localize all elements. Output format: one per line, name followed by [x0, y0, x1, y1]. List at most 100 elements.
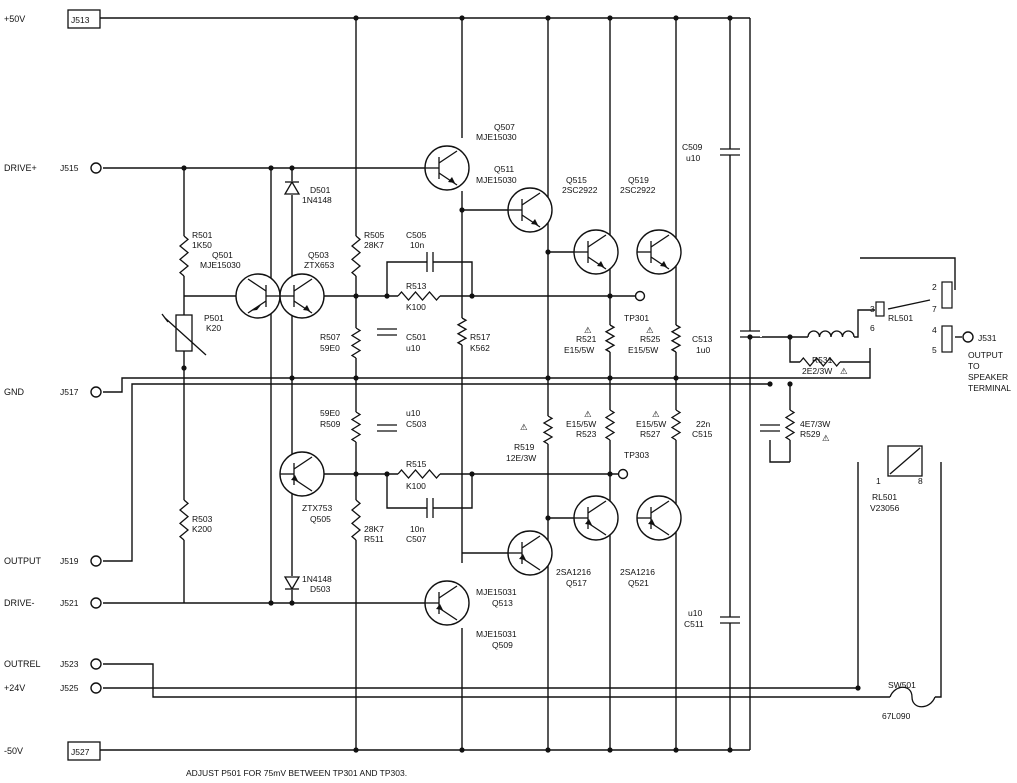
junction-dot — [545, 747, 551, 753]
resistor-r501 — [178, 235, 190, 277]
c505-value: 10n — [410, 240, 424, 250]
transistor-emitter — [650, 256, 670, 270]
junction-dot — [289, 600, 295, 606]
adjust-note: ADJUST P501 FOR 75mV BETWEEN TP301 AND T… — [186, 768, 407, 778]
c509-value: u10 — [686, 153, 700, 163]
c507-ref: C507 — [406, 534, 427, 544]
warning-icon-r529: ⚠ — [822, 433, 830, 443]
junction-dot — [384, 293, 390, 299]
transistor-collector — [438, 585, 458, 599]
transistor-emitter — [438, 172, 458, 186]
q507-value: MJE15030 — [476, 132, 517, 142]
connector-j517[interactable]: GND J517 — [4, 386, 102, 398]
junction-dot — [459, 747, 465, 753]
d501-value: 1N4148 — [302, 195, 332, 205]
resistor-zigzag — [542, 415, 554, 445]
transistor-collector — [650, 500, 670, 514]
r511-value: 28K7 — [364, 524, 384, 534]
resistor-zigzag — [397, 291, 441, 301]
transistor-collector — [521, 192, 541, 206]
c501-value: u10 — [406, 343, 420, 353]
junction-dot — [469, 471, 475, 477]
resistor-r513 — [397, 291, 441, 301]
transistor-emitter — [587, 256, 607, 270]
r521-value: E15/5W — [564, 345, 594, 355]
connector-j523[interactable]: OUTREL J523 — [4, 658, 102, 670]
net-label-minus50v: -50V — [4, 746, 23, 756]
r505-value: 28K7 — [364, 240, 384, 250]
p501-value: K20 — [206, 323, 221, 333]
connector-ref: J517 — [60, 387, 79, 397]
relay-coil-pin-1: 1 — [876, 476, 881, 486]
c513-ref: C513 — [692, 334, 713, 344]
resistor-zigzag — [670, 409, 682, 441]
warning-icon-r527: ⚠ — [652, 409, 660, 419]
r529-ref: R529 — [800, 429, 821, 439]
connector-box — [67, 741, 101, 761]
warning-icon-r521: ⚠ — [584, 325, 592, 335]
capacitor-c511 — [718, 616, 742, 624]
junction-dot — [459, 15, 465, 21]
capacitor-c515 — [758, 424, 782, 432]
q511-ref: Q511 — [494, 164, 514, 174]
relay-contact-nc — [941, 281, 953, 309]
transistor-arrow — [448, 177, 455, 183]
c511-value: u10 — [688, 608, 702, 618]
transistor-q511 — [507, 187, 553, 233]
transistor-q521 — [636, 495, 682, 541]
resistor-r503 — [178, 499, 190, 541]
q505-ref: Q505 — [310, 514, 331, 524]
net-label-output: OUTPUT — [4, 556, 42, 566]
transistor-arrow — [436, 604, 443, 610]
inductor-output — [807, 330, 855, 340]
r523-value: E15/5W — [566, 419, 596, 429]
connector-j531[interactable]: J531 OUTPUT TO SPEAKER TERMINAL — [962, 331, 1011, 393]
connector-j515[interactable]: DRIVE+ J515 — [4, 162, 102, 174]
r525-value: E15/5W — [628, 345, 658, 355]
transistor-emitter — [521, 557, 541, 571]
transistor-q515 — [573, 229, 619, 275]
q503-ref: Q503 — [308, 250, 329, 260]
transistor-q501 — [235, 273, 281, 319]
connector-box — [67, 9, 101, 29]
connector-pin — [90, 658, 102, 670]
connector-j519[interactable]: OUTPUT J519 — [4, 555, 102, 567]
resistor-r507 — [350, 327, 362, 359]
r527-ref: R527 — [640, 429, 661, 439]
connector-desc-line2: TO — [968, 361, 980, 371]
resistor-r515 — [397, 469, 441, 479]
q501-value: MJE15030 — [200, 260, 241, 270]
transistor-collector — [438, 150, 458, 164]
c511-ref: C511 — [684, 619, 704, 629]
connector-pin — [90, 555, 102, 567]
transistor-arrow — [303, 305, 310, 311]
connector-ref: J531 — [978, 333, 997, 343]
sw501-value: 67L090 — [882, 711, 911, 721]
diode-d503 — [283, 576, 301, 591]
resistor-zigzag — [178, 235, 190, 277]
connector-ref: J515 — [60, 163, 79, 173]
connector-j527[interactable]: -50V J527 — [4, 741, 101, 761]
connector-pin — [962, 331, 974, 343]
resistor-r511 — [350, 499, 362, 541]
transistor-collector — [587, 500, 607, 514]
r529-value: 4E7/3W — [800, 419, 830, 429]
relay-coil-diagonal — [889, 447, 921, 475]
c515-value: 22n — [696, 419, 710, 429]
connector-desc-line3: SPEAKER — [968, 372, 1008, 382]
q521-value: 2SA1216 — [620, 567, 655, 577]
junction-dot — [384, 471, 390, 477]
junction-dot — [607, 293, 613, 299]
transistor-collector — [521, 535, 541, 549]
diode-d501 — [283, 180, 301, 195]
q513-ref: Q513 — [492, 598, 513, 608]
connector-ref: J513 — [71, 15, 90, 25]
junction-dot — [469, 293, 475, 299]
connector-j525[interactable]: +24V J525 — [4, 682, 102, 694]
relay-rl501-coil — [887, 445, 923, 477]
connector-j513[interactable]: +50V J513 — [4, 9, 101, 29]
connector-j521[interactable]: DRIVE- J521 — [4, 597, 102, 609]
q519-ref: Q519 — [628, 175, 649, 185]
transistor-emitter — [650, 522, 670, 536]
net-label-gnd: GND — [4, 387, 25, 397]
